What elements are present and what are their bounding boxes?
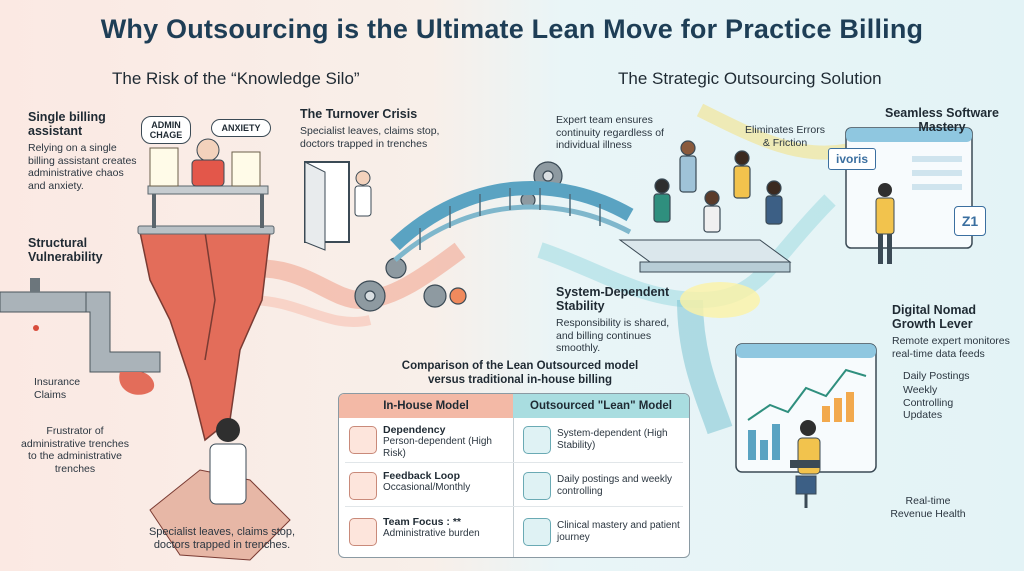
system-stability-text: Responsibility is shared, and billing co… — [556, 317, 670, 354]
revenue-health-label: Real-time Revenue Health — [890, 495, 966, 520]
system-stability-heading: System-Dependent Stability — [556, 285, 670, 313]
anxiety-bubble: ANXIETY — [211, 119, 271, 137]
inhouse-row-text: Occasional/Monthly — [383, 482, 471, 493]
page-title: Why Outsourcing is the Ultimate Lean Mov… — [100, 14, 924, 44]
software-user — [875, 197, 895, 235]
team-member — [733, 165, 751, 199]
paper-stack-icon — [349, 518, 377, 546]
eliminates-errors-text: Eliminates Errors & Friction — [745, 124, 825, 149]
ground-crack — [149, 469, 291, 561]
inhouse-row-heading: Dependency — [383, 424, 446, 436]
paper-stack — [149, 147, 179, 187]
doctor-figure — [209, 443, 247, 505]
inhouse-row-text: Administrative burden — [383, 528, 480, 539]
outsourced-header: Outsourced "Lean" Model — [513, 394, 689, 418]
team-member — [653, 193, 671, 223]
digital-nomad-text: Remote expert monitores real-time data f… — [892, 335, 1010, 360]
weekly-controlling-label: Weekly Controlling Updates — [903, 384, 954, 421]
assistant-figure — [191, 159, 225, 187]
calendar-clock-icon — [349, 472, 377, 500]
team-platform — [639, 261, 791, 273]
frustrator-text: Frustrator of administrative trenches to… — [21, 425, 129, 475]
structural-heading: Structural Vulnerability — [28, 236, 103, 264]
insurance-claims-label: Insurance Claims — [34, 376, 81, 401]
clinician-icon — [523, 518, 551, 546]
worried-person-icon — [349, 426, 377, 454]
admin-bubble: ADMIN CHAGE — [141, 116, 191, 144]
outsourced-row-text: Daily postings and weekly controlling — [557, 474, 673, 497]
remote-expert — [797, 437, 821, 475]
team-member — [703, 205, 721, 233]
team-member — [679, 155, 697, 193]
dashboard-chart-icon — [523, 472, 551, 500]
inhouse-row-heading: Feedback Loop — [383, 470, 461, 482]
outsourced-row-text: Clinical mastery and patient journey — [557, 520, 680, 543]
turnover-heading: The Turnover Crisis — [300, 107, 418, 121]
turnover-text: Specialist leaves, claims stop, doctors … — [300, 125, 440, 150]
bottom-caption: Specialist leaves, claims stop, doctors … — [148, 526, 296, 551]
team-member — [765, 195, 783, 225]
comparison-caption: Comparison of the Lean Outsourced model … — [401, 360, 639, 386]
inhouse-row-text: Person-dependent (High Risk) — [383, 436, 492, 459]
single-assistant-block: Single billing assistant Relying on a si… — [28, 110, 138, 192]
left-subtitle: The Risk of the “Knowledge Silo” — [112, 69, 360, 88]
seamless-heading: Seamless Software Mastery — [885, 106, 999, 134]
digital-nomad-heading: Digital Nomad Growth Lever — [892, 303, 977, 331]
paper-stack — [231, 151, 261, 187]
digital-nomad-block: Digital Nomad Growth Lever Remote expert… — [892, 303, 1012, 360]
system-stability-block: System-Dependent Stability Responsibilit… — [556, 285, 686, 355]
z1-logo: Z1 — [954, 206, 986, 236]
ivoris-logo: ivoris — [828, 148, 876, 170]
turnover-block: The Turnover Crisis Specialist leaves, c… — [300, 107, 450, 150]
right-subtitle: The Strategic Outsourcing Solution — [618, 69, 882, 88]
comparison-table: In-House Model Outsourced "Lean" Model D… — [338, 393, 690, 558]
cliff — [139, 231, 271, 442]
expert-team-text: Expert team ensures continuity regardles… — [556, 114, 664, 151]
daily-postings-label: Daily Postings — [903, 370, 970, 382]
leaving-specialist — [354, 185, 372, 217]
team-network-icon — [523, 426, 551, 454]
outsourced-row-text: System-dependent (High Stability) — [557, 428, 668, 451]
leak — [119, 372, 155, 395]
bridge — [390, 181, 634, 251]
single-assistant-text: Relying on a single billing assistant cr… — [28, 142, 137, 192]
single-assistant-heading: Single billing assistant — [28, 110, 106, 138]
inhouse-header: In-House Model — [339, 394, 513, 418]
inhouse-row-heading: Team Focus : ** — [383, 516, 461, 528]
